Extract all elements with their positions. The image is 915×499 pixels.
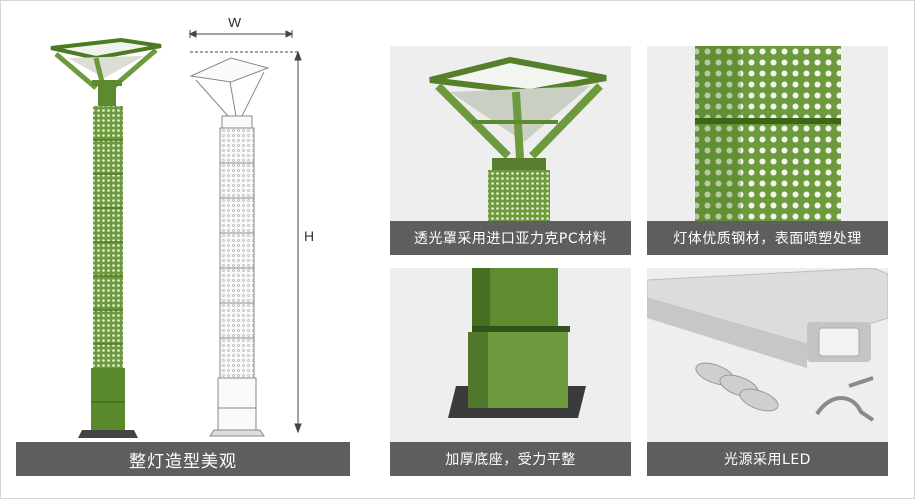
shade-photo (390, 46, 631, 255)
dimension-height-label: H (304, 228, 315, 244)
led-photo (647, 268, 888, 476)
detail-panel-shade: 透光罩采用进口亚力克PC材料 (390, 46, 631, 255)
dimension-width-label: W (228, 18, 242, 30)
detail-panel-body: 灯体优质钢材，表面喷塑处理 (647, 46, 888, 255)
base-photo (390, 268, 631, 476)
body-caption: 灯体优质钢材，表面喷塑处理 (647, 221, 888, 255)
detail-panel-base: 加厚底座，受力平整 (390, 268, 631, 476)
green-lamp (50, 37, 162, 438)
wireframe-lamp (189, 57, 270, 437)
dimension-lines (188, 30, 302, 434)
led-caption: 光源采用LED (647, 442, 888, 476)
base-caption: 加厚底座，受力平整 (390, 442, 631, 476)
main-caption: 整灯造型美观 (16, 442, 350, 476)
main-product-panel: W H 整灯造型美观 (16, 18, 350, 476)
lamp-illustration (50, 30, 302, 438)
detail-panel-led: 光源采用LED (647, 268, 888, 476)
shade-caption: 透光罩采用进口亚力克PC材料 (390, 221, 631, 255)
body-photo (647, 46, 888, 255)
